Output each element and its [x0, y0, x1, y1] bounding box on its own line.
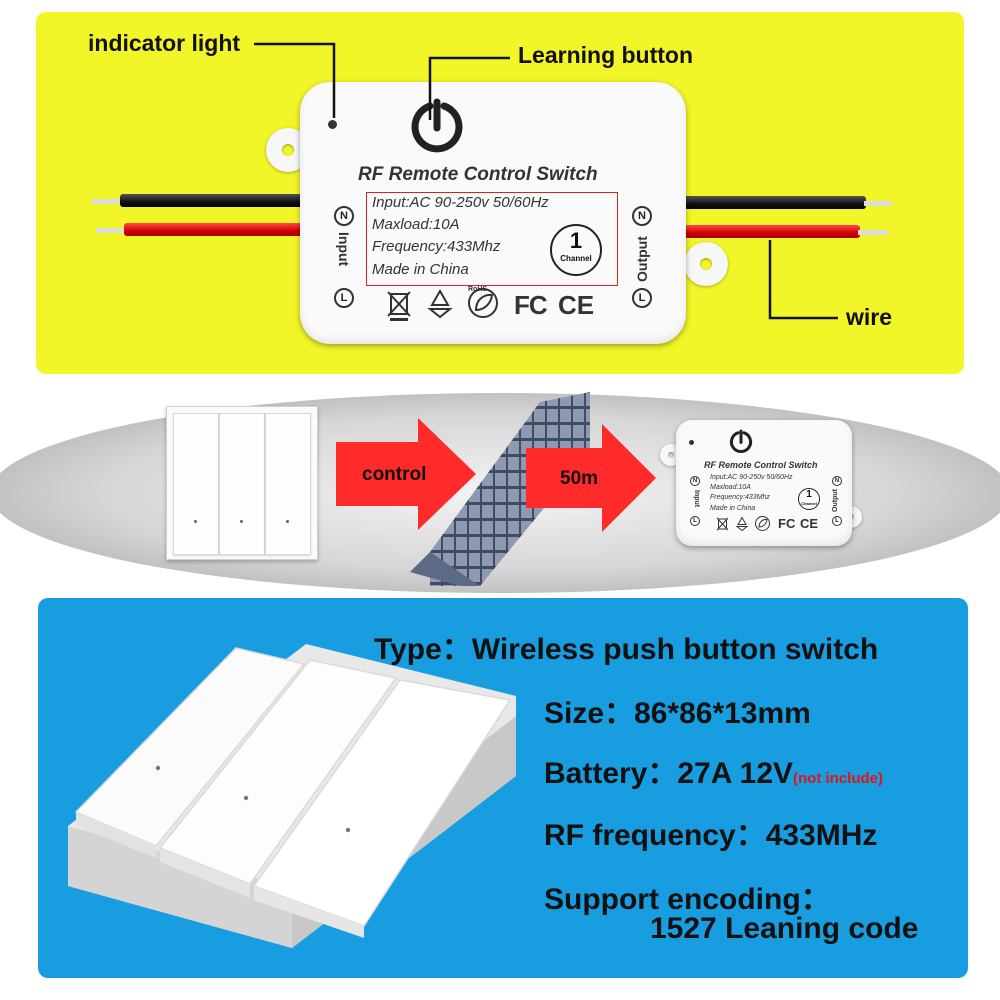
indicator-light-icon	[689, 440, 694, 445]
remote-key	[265, 413, 311, 555]
spec-input: Input:AC 90-250v 50/60Hz	[710, 474, 793, 481]
spec-frequency: Frequency:433Mhz	[710, 494, 770, 501]
arrow-right-icon	[526, 424, 656, 532]
learning-button-icon	[729, 429, 753, 453]
n-terminal-mark: N	[690, 476, 700, 486]
recycle-icon	[735, 516, 749, 532]
wire-tip	[864, 201, 892, 206]
wire-tip	[858, 230, 888, 235]
ce-mark: CE	[800, 516, 819, 531]
spec-size: Size：86*86*13mm	[544, 697, 811, 730]
spec-box	[366, 192, 618, 286]
spec-maxload: Maxload:10A	[372, 216, 460, 233]
l-terminal-mark: L	[832, 516, 842, 526]
spec-frequency: Frequency:433Mhz	[372, 238, 501, 255]
n-terminal-mark: N	[832, 476, 842, 486]
spec-rf-frequency: RF frequency：433MHz	[544, 819, 878, 852]
callout-lines	[254, 42, 838, 320]
indicator-light-icon	[328, 120, 337, 129]
n-terminal-mark: N	[334, 206, 354, 226]
mount-ear	[684, 242, 728, 286]
wire-left-black	[120, 194, 320, 207]
wire-tip	[92, 199, 122, 204]
module-title: RF Remote Control Switch	[358, 164, 598, 185]
spec-made: Made in China	[710, 505, 756, 512]
channel-badge: 1 Channel	[798, 488, 820, 510]
wire-right-red	[680, 225, 860, 238]
rf-switch-module-small: RF Remote Control Switch Input:AC 90-250…	[676, 420, 852, 546]
l-terminal-mark: L	[632, 288, 652, 308]
indicator-light-callout: indicator light	[88, 30, 241, 56]
spec-input: Input:AC 90-250v 50/60Hz	[372, 194, 549, 211]
channel-badge: 1 Channel	[550, 224, 602, 276]
spec-type: Type：Wireless push button switch	[374, 633, 879, 666]
output-label: Output	[832, 489, 839, 512]
input-label: Input	[693, 490, 700, 508]
spec-encoding-value: 1527 Leaning code	[650, 912, 919, 945]
remote-key	[219, 413, 265, 555]
spec-maxload: Maxload:10A	[710, 484, 751, 491]
recycle-icon	[427, 288, 453, 319]
arrow-right-icon	[336, 418, 476, 530]
wire-tip	[96, 228, 126, 233]
rohs-text: RoHS	[468, 286, 488, 293]
module-title: RF Remote Control Switch	[704, 460, 818, 470]
learning-button-icon	[411, 98, 463, 153]
spec-made: Made in China	[372, 261, 469, 278]
wire-callout: wire	[846, 304, 893, 330]
distance-label: 50m	[560, 468, 599, 489]
wireless-push-button-switch-image	[68, 644, 516, 948]
l-terminal-mark: L	[690, 516, 700, 526]
remote-key	[173, 413, 219, 555]
rohs-leaf-icon	[468, 288, 498, 318]
weee-bin-icon	[716, 517, 729, 531]
fc-mark: FC	[778, 516, 796, 531]
learning-button-callout: Learning button	[518, 42, 694, 68]
n-terminal-mark: N	[632, 206, 652, 226]
control-label: control	[362, 464, 427, 485]
weee-bin-icon	[387, 291, 411, 321]
spec-battery: Battery：27A 12V(not include)	[544, 757, 884, 790]
fc-mark: FC	[514, 290, 548, 320]
wire-left-red	[124, 223, 320, 236]
building-icon	[410, 392, 590, 586]
ce-mark: CE	[558, 290, 595, 320]
spec-encoding-label: Support encoding：	[544, 883, 831, 916]
battery-note: (not include)	[793, 770, 884, 787]
remote-switch-small	[166, 406, 318, 560]
rohs-leaf-icon	[755, 516, 770, 531]
l-terminal-mark: L	[334, 288, 354, 308]
rf-switch-module: RF Remote Control Switch Input:AC 90-250…	[300, 82, 686, 344]
wire-right-black	[680, 196, 866, 209]
